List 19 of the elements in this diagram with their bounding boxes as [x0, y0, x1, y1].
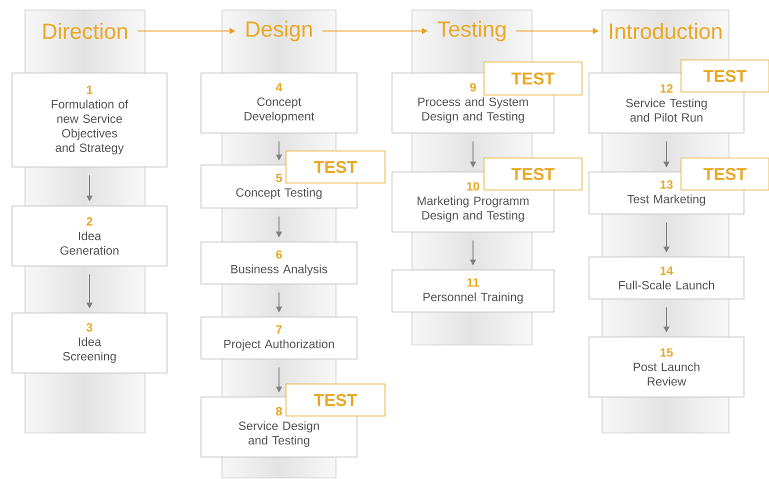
test-tag: TEST [680, 60, 769, 92]
test-tag: TEST [680, 158, 769, 190]
stage-heading: Introduction [610, 22, 722, 40]
test-tag: TEST [484, 158, 582, 190]
process-box: 2 Idea Generation [12, 206, 168, 266]
test-tag: TEST [286, 384, 386, 416]
stage-heading: Direction [43, 22, 127, 40]
test-tag: TEST [286, 150, 386, 184]
process-box: 7 Project Authorization [200, 316, 358, 360]
process-box: 3 Idea Screening [12, 312, 168, 374]
process-box: 6 Business Analysis [200, 242, 358, 284]
stage-heading: Testing [438, 20, 506, 42]
process-box: 1 Formulation of new Service Objectives and Strategy [12, 72, 168, 168]
test-tag: TEST [484, 62, 582, 96]
process-box: 15 Post Launch Review [588, 336, 744, 398]
stage-heading: Design [246, 20, 312, 42]
process-box: 14 Full-Scale Launch [588, 256, 744, 300]
process-box: 11 Personnel Training [392, 270, 554, 312]
process-box: 4 Concept Development [200, 72, 358, 134]
